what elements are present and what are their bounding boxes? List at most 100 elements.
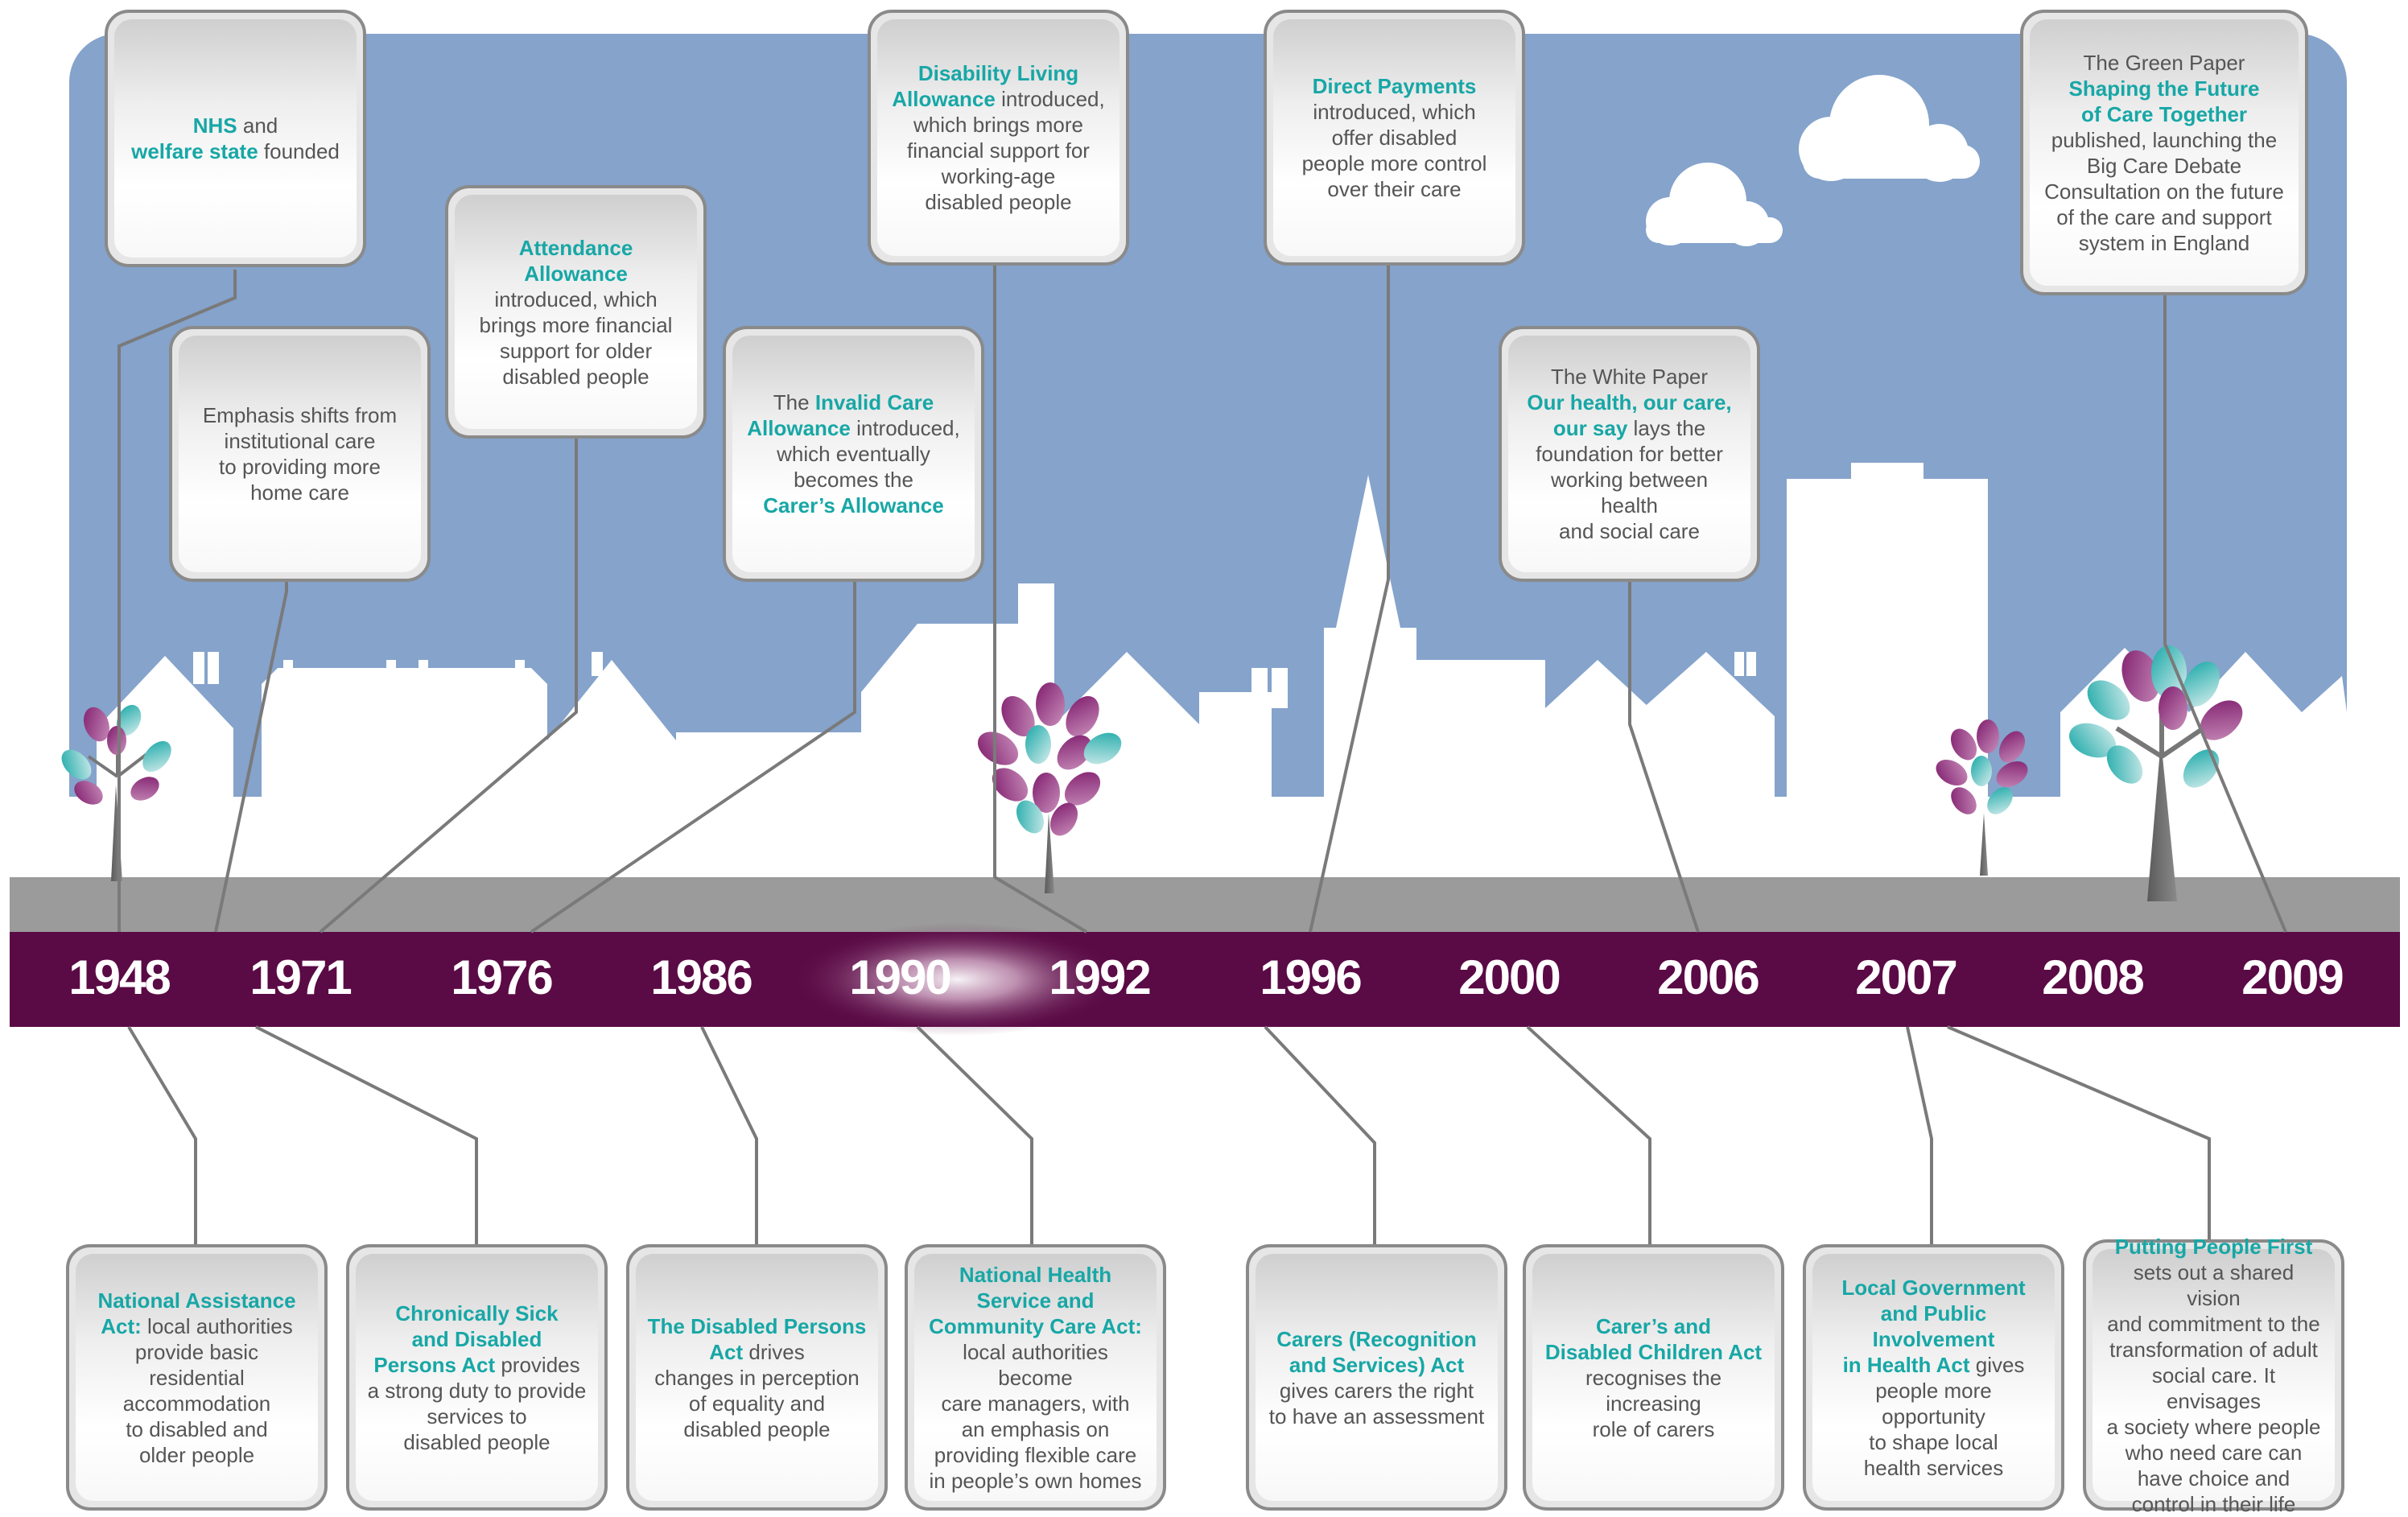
event-highlight: Carer’s and bbox=[1595, 1313, 1712, 1338]
event-highlight: and Disabled bbox=[411, 1326, 542, 1351]
cloud-large bbox=[1799, 75, 1980, 182]
event-text-run: care managers, with bbox=[941, 1391, 1130, 1416]
tree-1992 bbox=[977, 682, 1122, 893]
year-label: 1986 bbox=[650, 950, 752, 1004]
event-text-run: founded bbox=[258, 139, 340, 163]
glow-highlight bbox=[789, 923, 1127, 1036]
event-text-run: people more opportunity bbox=[1875, 1378, 1992, 1428]
event-text-run: working-age bbox=[941, 164, 1056, 188]
event-highlight: Local Government bbox=[1841, 1275, 2026, 1300]
year-label: 2009 bbox=[2241, 950, 2344, 1004]
event-text-run: have choice and bbox=[2137, 1465, 2290, 1490]
event-text-run: over their care bbox=[1327, 177, 1462, 201]
event-text-run: working between health bbox=[1550, 468, 1709, 517]
event-highlight: in Health Act bbox=[1842, 1352, 1970, 1377]
event-text-run: Emphasis shifts from bbox=[202, 403, 398, 427]
tree-1948 bbox=[61, 704, 171, 881]
event-highlight: Allowance bbox=[747, 416, 851, 440]
event-highlight: Act bbox=[709, 1339, 744, 1364]
year-label: 1976 bbox=[451, 950, 553, 1004]
event-highlight: Disability Living bbox=[917, 61, 1079, 85]
connector-lines bbox=[118, 254, 2287, 1251]
event-text-run: introduced, bbox=[850, 416, 960, 440]
event-highlight: Attendance Allowance bbox=[518, 235, 633, 286]
event-text-run: people more control bbox=[1301, 151, 1487, 175]
event-highlight: welfare state bbox=[131, 139, 258, 163]
event-highlight: and Public Involvement bbox=[1872, 1301, 1995, 1351]
event-text-run: home care bbox=[250, 480, 349, 505]
year-label: 1992 bbox=[1049, 950, 1151, 1004]
event-text-run: providing flexible care bbox=[934, 1442, 1137, 1467]
event-text-run: disabled people bbox=[502, 364, 649, 389]
event-text-run: to providing more bbox=[219, 455, 381, 479]
road bbox=[10, 877, 2400, 934]
event-text-run: health services bbox=[1863, 1455, 2004, 1480]
event-text-run: provide basic residential bbox=[134, 1339, 259, 1390]
event-text-run: gives bbox=[1969, 1352, 2025, 1377]
event-text-run: lays the bbox=[1627, 416, 1706, 440]
event-text-run: Consultation on the future bbox=[2044, 179, 2284, 204]
event-highlight: Chronically Sick bbox=[395, 1301, 559, 1325]
event-text-run: transformation of adult bbox=[2109, 1337, 2318, 1362]
event-highlight: our say bbox=[1552, 416, 1628, 440]
event-text-run: offer disabled bbox=[1331, 126, 1458, 150]
event-highlight: The Disabled Persons bbox=[647, 1313, 867, 1338]
event-text-run: The White Paper bbox=[1550, 365, 1709, 389]
event-text-run: The Green Paper bbox=[2083, 50, 2245, 75]
event-text-run: introduced, which bbox=[494, 286, 658, 311]
event-highlight: Direct Payments bbox=[1312, 74, 1477, 98]
year-label: 1948 bbox=[68, 950, 171, 1004]
cloud-small bbox=[1646, 163, 1783, 246]
event-text-run: accommodation bbox=[122, 1391, 271, 1416]
event-highlight: Community Care Act: bbox=[929, 1313, 1142, 1338]
event-text-run: recognises the increasing bbox=[1585, 1365, 1722, 1416]
event-text-run: local authorities bbox=[141, 1313, 293, 1338]
event-text-run: control in their life bbox=[2131, 1491, 2296, 1516]
event-highlight: Our health, our care, bbox=[1527, 390, 1732, 414]
event-highlight: and Services) Act bbox=[1289, 1352, 1465, 1377]
event-text-run: drives bbox=[743, 1339, 805, 1364]
event-text-run: The bbox=[773, 390, 815, 414]
timeline-band bbox=[10, 932, 2400, 1027]
event-text-run: to shape local bbox=[1869, 1429, 1998, 1454]
event-highlight: Shaping the Future bbox=[2068, 76, 2260, 101]
event-highlight: Putting People First bbox=[2114, 1234, 2313, 1259]
event-text-run: to disabled and bbox=[126, 1416, 268, 1441]
event-text-run: Big Care Debate bbox=[2086, 153, 2242, 178]
event-highlight: National Assistance bbox=[97, 1288, 296, 1313]
event-text-run: disabled people bbox=[403, 1429, 550, 1454]
event-text-run: of the care and support bbox=[2056, 204, 2272, 229]
year-label: 1971 bbox=[249, 950, 352, 1004]
event-text-run: institutional care bbox=[224, 429, 376, 453]
year-label: 2008 bbox=[2042, 950, 2144, 1004]
event-text-run: changes in perception bbox=[654, 1365, 860, 1390]
event-text-run: brings more financial bbox=[479, 312, 673, 337]
event-text-run: in people’s own homes bbox=[929, 1468, 1142, 1493]
event-highlight: Persons Act bbox=[373, 1352, 496, 1377]
event-text-run: disabled people bbox=[683, 1416, 831, 1441]
